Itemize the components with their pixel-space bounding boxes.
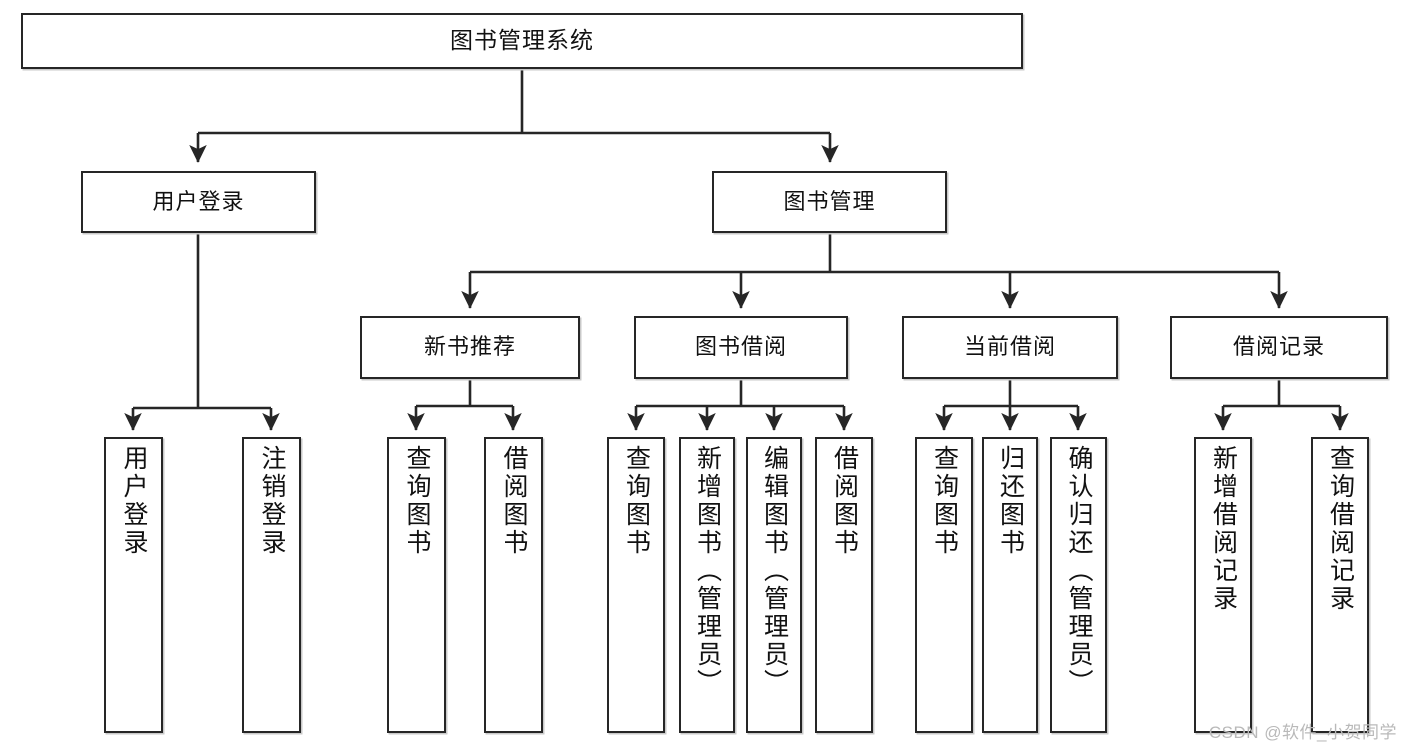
node-label: 图书借阅 (694, 334, 787, 360)
node-label: 查询图书 (930, 445, 959, 557)
node-current-borrowing[interactable]: 当前借阅 (902, 316, 1118, 379)
leaf-add-borrowing-record[interactable]: 新增借阅记录 (1194, 437, 1252, 733)
node-label: 借阅记录 (1232, 334, 1325, 360)
node-borrowing-records[interactable]: 借阅记录 (1170, 316, 1388, 379)
node-label: 查询图书 (622, 445, 651, 557)
leaf-user-login[interactable]: 用户登录 (104, 437, 163, 733)
node-label: 查询图书 (403, 445, 431, 557)
leaf-query-borrowing-record[interactable]: 查询借阅记录 (1311, 437, 1369, 733)
node-label: 查询借阅记录 (1326, 445, 1355, 613)
node-user-login[interactable]: 用户登录 (81, 171, 316, 233)
node-label: 图书管理系统 (450, 27, 594, 54)
node-label: 用户登录 (152, 188, 245, 214)
node-label: 当前借阅 (963, 334, 1056, 360)
node-label: 编辑图书（管理员） (760, 445, 789, 697)
node-label: 图书管理 (783, 188, 876, 214)
node-label: 归还图书 (996, 445, 1025, 557)
node-new-book-recommendation[interactable]: 新书推荐 (360, 316, 580, 379)
node-label: 新增图书（管理员） (693, 445, 722, 697)
leaf-return-books[interactable]: 归还图书 (982, 437, 1038, 733)
leaf-query-books-borrowing[interactable]: 查询图书 (607, 437, 665, 733)
leaf-add-book-admin[interactable]: 新增图书（管理员） (679, 437, 735, 733)
leaf-confirm-return-admin[interactable]: 确认归还（管理员） (1050, 437, 1107, 733)
node-label: 新书推荐 (423, 334, 516, 360)
leaf-query-books-current[interactable]: 查询图书 (915, 437, 973, 733)
node-label: 注销登录 (258, 445, 286, 557)
node-label: 借阅图书 (500, 445, 528, 557)
node-root-library-management-system[interactable]: 图书管理系统 (21, 13, 1023, 69)
leaf-borrow-books-new-recommendation[interactable]: 借阅图书 (484, 437, 543, 733)
node-label: 确认归还（管理员） (1065, 445, 1093, 697)
node-book-management[interactable]: 图书管理 (712, 171, 947, 233)
node-book-borrowing[interactable]: 图书借阅 (634, 316, 848, 379)
csdn-watermark: CSDN @软件_小贺同学 (1208, 723, 1397, 742)
leaf-borrow-books[interactable]: 借阅图书 (815, 437, 873, 733)
node-label: 新增借阅记录 (1209, 445, 1238, 613)
node-label: 用户登录 (120, 445, 148, 557)
node-label: 借阅图书 (830, 445, 859, 557)
leaf-edit-book-admin[interactable]: 编辑图书（管理员） (746, 437, 802, 733)
leaf-logout[interactable]: 注销登录 (242, 437, 301, 733)
leaf-query-books-new-recommendation[interactable]: 查询图书 (387, 437, 446, 733)
